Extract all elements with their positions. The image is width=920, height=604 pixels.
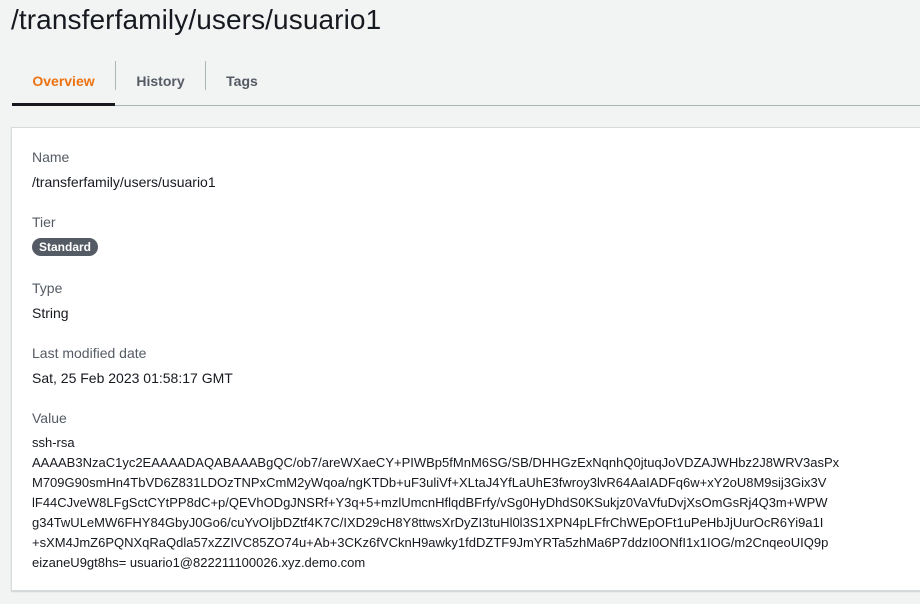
tab-tags[interactable]: Tags (226, 73, 258, 89)
name-field: Name /transferfamily/users/usuario1 (32, 148, 216, 191)
value-content: ssh-rsa AAAAB3NzaC1yc2EAAAADAQABAAABgQC/… (32, 433, 892, 573)
name-label: Name (32, 149, 70, 165)
tab-divider (205, 61, 206, 90)
type-field: Type String (32, 279, 69, 322)
tab-overview[interactable]: Overview (12, 58, 115, 106)
modified-field: Last modified date Sat, 25 Feb 2023 01:5… (32, 344, 233, 387)
type-value: String (32, 305, 69, 321)
modified-value: Sat, 25 Feb 2023 01:58:17 GMT (32, 370, 233, 386)
value-label: Value (32, 410, 67, 426)
tab-history[interactable]: History (136, 73, 185, 89)
tier-field: Tier Standard (32, 213, 99, 256)
value-line: M709G90smHn4TbVD6Z831LDOzTNPxCmM2yWqoa/n… (32, 475, 827, 490)
value-line: eizaneU9gt8hs= usuario1@822211100026.xyz… (32, 555, 366, 570)
tier-label: Tier (32, 214, 56, 230)
value-line: AAAAB3NzaC1yc2EAAAADAQABAAABgQC/ob7/areW… (32, 455, 840, 470)
modified-label: Last modified date (32, 345, 147, 361)
value-line: ssh-rsa (32, 435, 75, 450)
details-panel: Name /transferfamily/users/usuario1 Tier… (11, 127, 920, 591)
value-line: +sXM4JmZ6PQNXqRaQdla57xZZIVC85ZO74u+Ab+3… (32, 535, 829, 550)
type-label: Type (32, 280, 63, 296)
page-title: /transferfamily/users/usuario1 (11, 4, 382, 35)
tier-badge: Standard (32, 238, 99, 256)
name-value: /transferfamily/users/usuario1 (32, 174, 216, 190)
value-field: Value ssh-rsa AAAAB3NzaC1yc2EAAAADAQABAA… (32, 409, 892, 573)
tab-divider (115, 61, 116, 90)
tab-bar: Overview History Tags (12, 58, 920, 106)
value-line: lF44CJveW8LFgSctCYtPP8dC+p/QEVhODgJNSRf+… (32, 495, 828, 510)
value-line: g34TwULeMW6FHY84GbyJ0Go6/cuYvOIjbDZtf4K7… (32, 515, 824, 530)
